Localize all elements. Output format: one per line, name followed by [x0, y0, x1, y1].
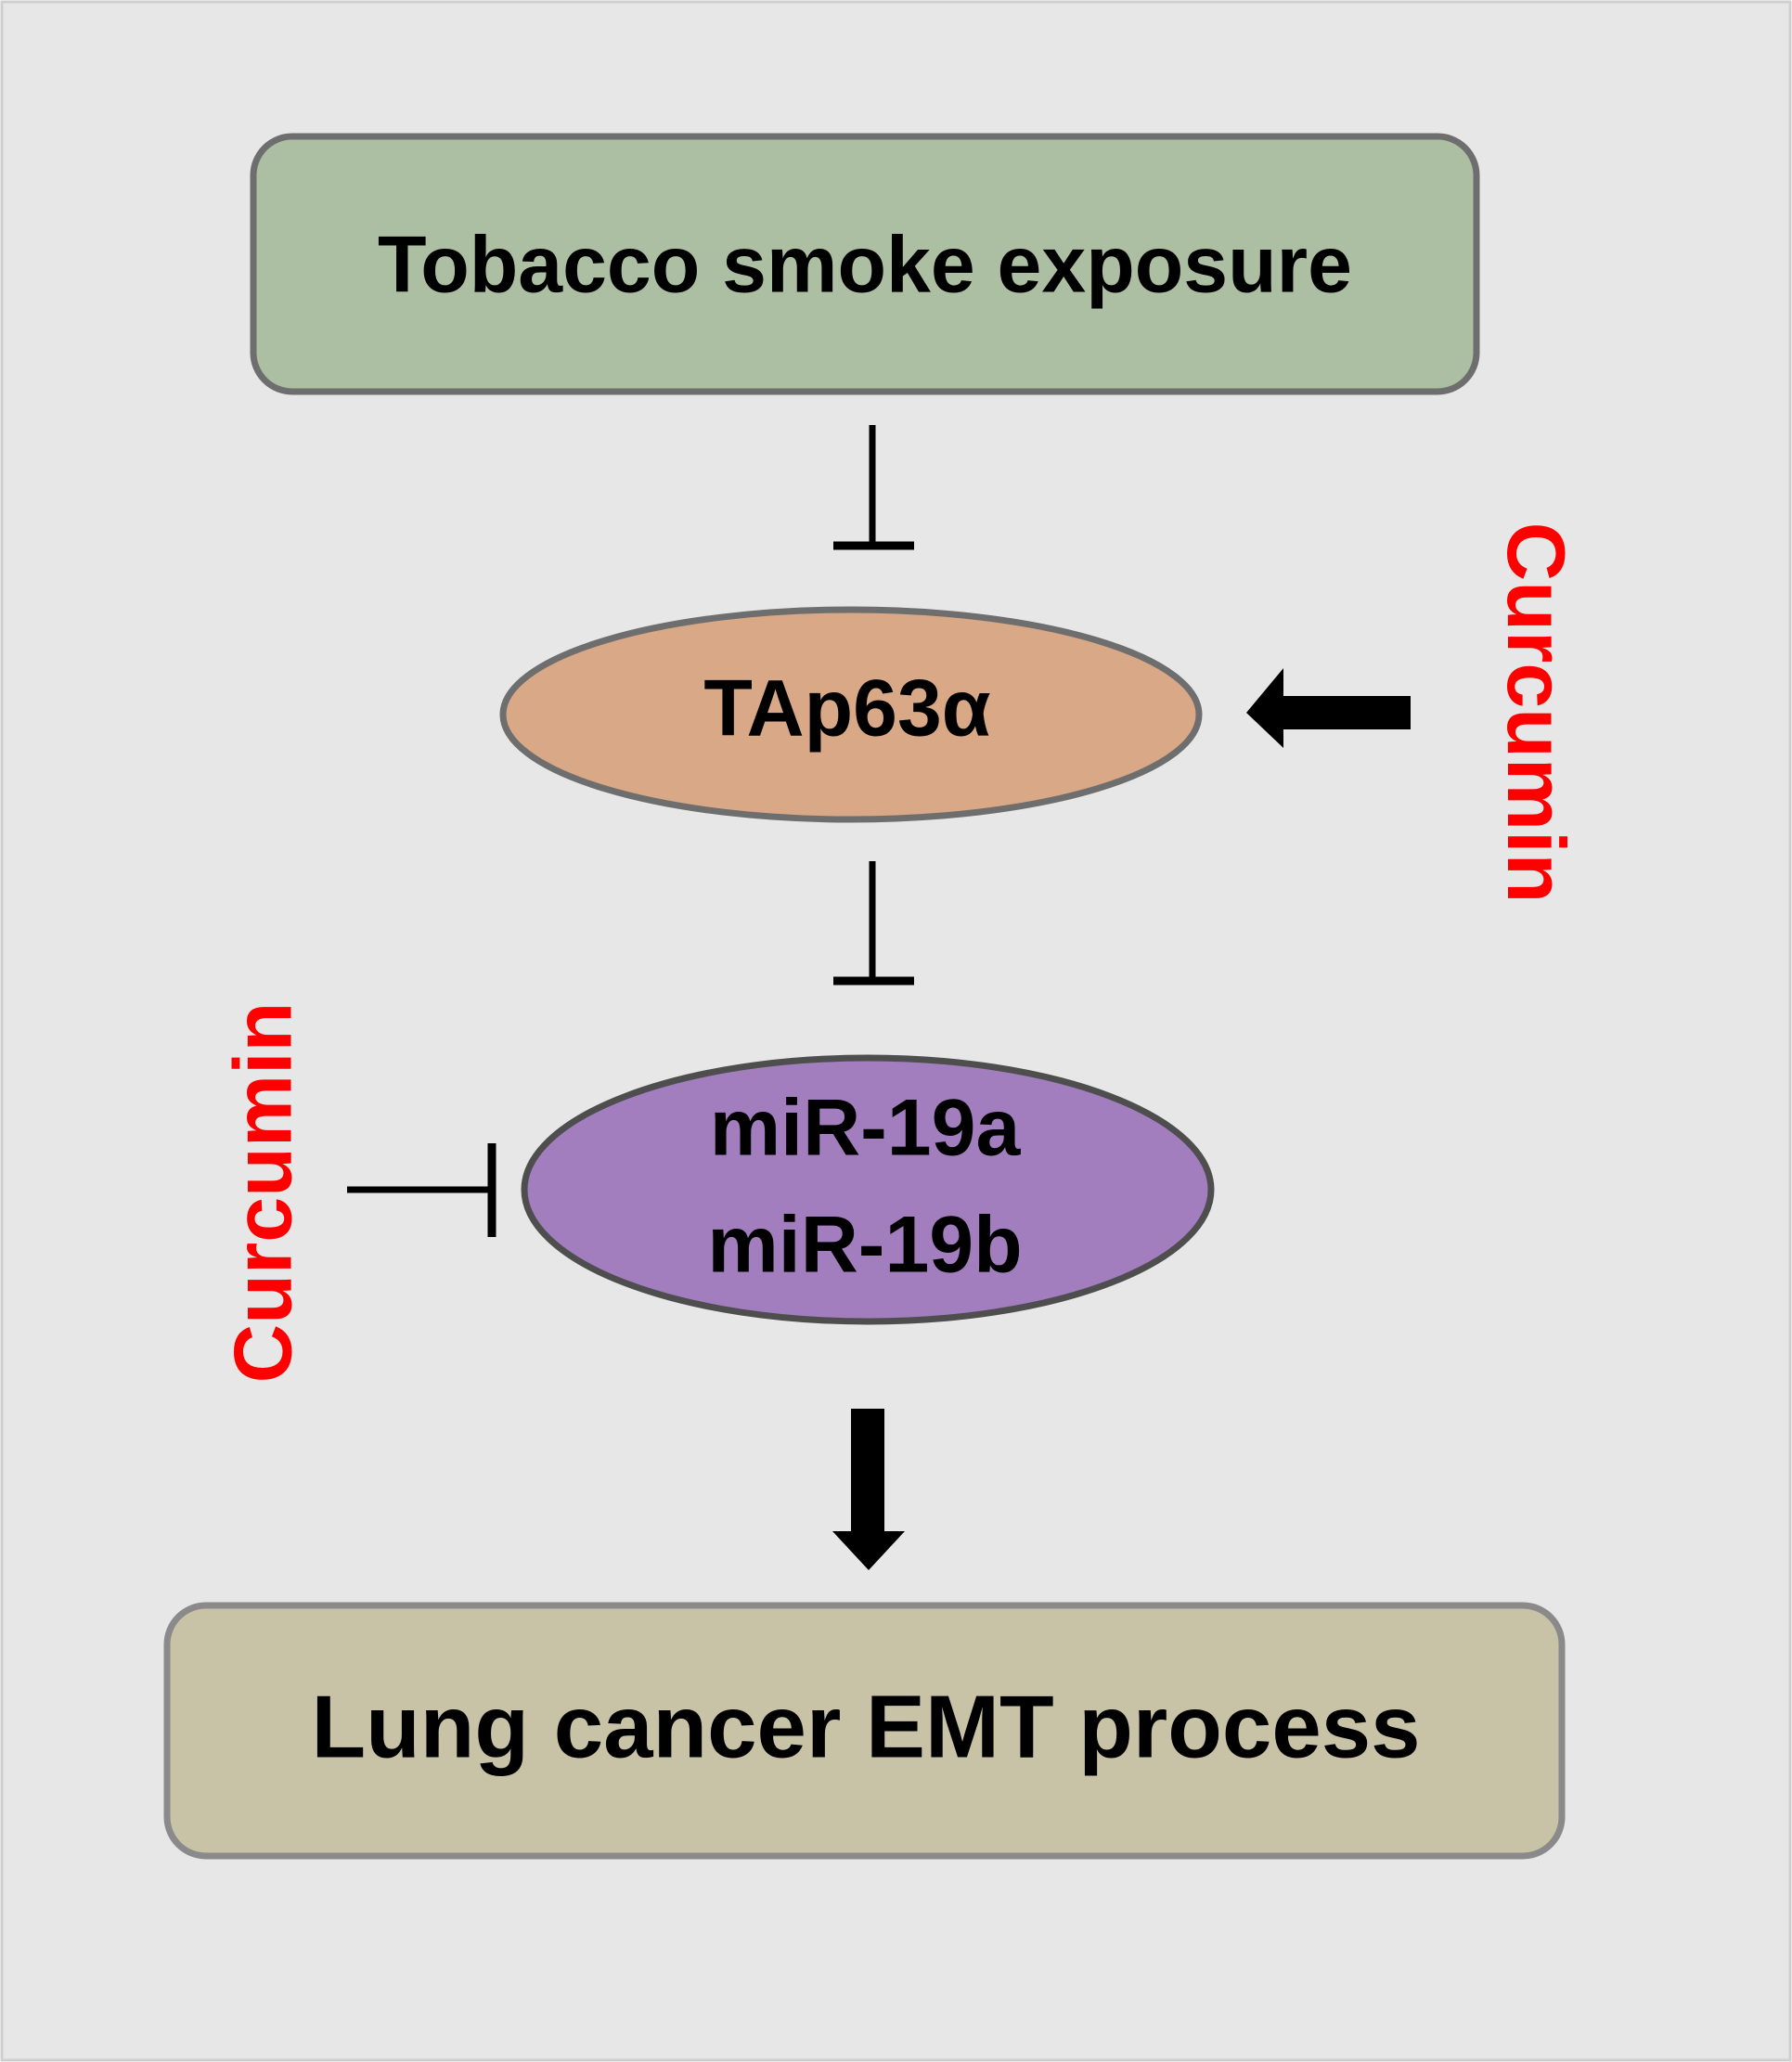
tap63-to-mir-inhibition	[833, 861, 914, 986]
tap63-label: TAp63α	[703, 664, 990, 754]
mir-19a-label: miR-19a	[710, 1084, 1022, 1173]
tap63-node: TAp63α	[499, 606, 1203, 823]
tap63-ellipse	[499, 606, 1203, 823]
curcumin-to-mir-inhibition	[347, 1143, 496, 1237]
mir-to-emt-arrow	[832, 1409, 905, 1570]
mir-ellipse	[521, 1054, 1215, 1325]
mir-19b-label: miR-19b	[707, 1201, 1022, 1290]
tobacco-to-tap63-inhibition	[833, 425, 914, 550]
curcumin-right-label: Curcumin	[1490, 522, 1582, 904]
curcumin-left-label: Curcumin	[216, 1002, 308, 1384]
emt-label: Lung cancer EMT process	[312, 1677, 1421, 1776]
tobacco-box	[250, 133, 1480, 395]
emt-box	[163, 1602, 1566, 1860]
emt-node: Lung cancer EMT process	[163, 1602, 1566, 1860]
tobacco-node: Tobacco smoke exposure	[250, 133, 1480, 395]
curcumin-to-tap63-arrow	[1246, 668, 1411, 748]
tobacco-label: Tobacco smoke exposure	[378, 221, 1352, 310]
mir-node: miR-19a miR-19b	[521, 1054, 1215, 1325]
